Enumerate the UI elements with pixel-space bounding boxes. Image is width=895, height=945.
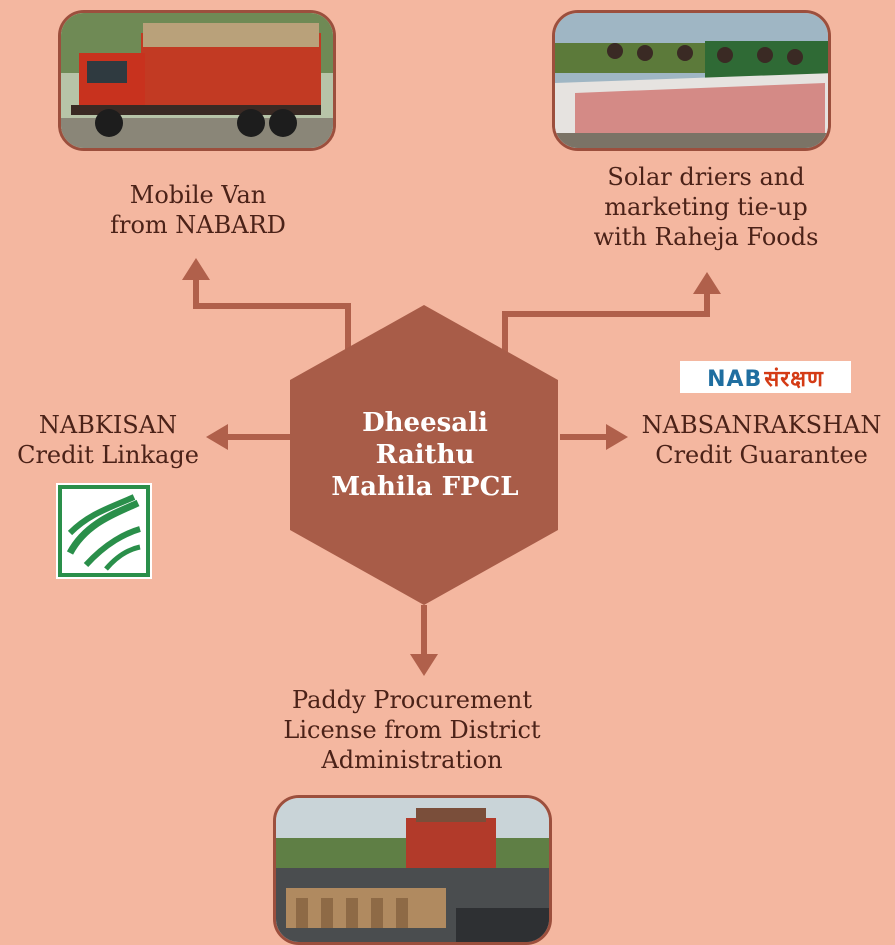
- nabkisan-logo: [56, 483, 152, 579]
- paddy-line-3: Administration: [321, 746, 503, 774]
- center-line-1: Dheesali: [362, 408, 488, 438]
- paddy-procurement-photo: [273, 795, 552, 945]
- paddy-line-2: License from District: [283, 716, 541, 744]
- arrowhead-mobile-van: [182, 258, 210, 280]
- nabsanrakshan-line-2: Credit Guarantee: [655, 441, 868, 469]
- arrowhead-nabsanrakshan: [606, 424, 628, 450]
- arrowhead-paddy: [410, 654, 438, 676]
- connector-solar: [502, 286, 710, 352]
- solar-drier-photo: [552, 10, 831, 151]
- nabkisan-line-2: Credit Linkage: [17, 441, 199, 469]
- nabsanrakshan-label: NABSANRAKSHAN Credit Guarantee: [628, 410, 895, 470]
- nabkisan-label: NABKISAN Credit Linkage: [0, 410, 216, 470]
- paddy-line-1: Paddy Procurement: [292, 686, 532, 714]
- solar-line-1: Solar driers and: [607, 163, 805, 191]
- paddy-label: Paddy Procurement License from District …: [262, 685, 562, 775]
- nabkisan-line-1: NABKISAN: [38, 411, 178, 439]
- mobile-van-line-2: from NABARD: [110, 211, 286, 239]
- connector-mobile-van: [193, 272, 351, 352]
- center-line-3: Mahila FPCL: [331, 472, 519, 502]
- mobile-van-line-1: Mobile Van: [129, 181, 267, 209]
- arrowhead-nabkisan: [206, 424, 228, 450]
- center-node-label: Dheesali Raithu Mahila FPCL: [290, 305, 560, 605]
- truck-photo: [58, 10, 336, 151]
- center-line-2: Raithu: [375, 440, 475, 470]
- solar-line-2: marketing tie-up: [604, 193, 808, 221]
- solar-label: Solar driers and marketing tie-up with R…: [586, 162, 826, 252]
- solar-line-3: with Raheja Foods: [593, 223, 819, 251]
- mobile-van-label: Mobile Van from NABARD: [98, 180, 298, 240]
- nabsanrakshan-logo: NAB संरक्षण: [680, 361, 851, 393]
- nabsanrakshan-logo-hindi: संरक्षण: [764, 367, 824, 392]
- arrowhead-solar: [693, 272, 721, 294]
- nabsanrakshan-logo-latin: NAB: [707, 367, 763, 392]
- nabsanrakshan-line-1: NABSANRAKSHAN: [641, 411, 882, 439]
- center-hexagon: [290, 305, 558, 605]
